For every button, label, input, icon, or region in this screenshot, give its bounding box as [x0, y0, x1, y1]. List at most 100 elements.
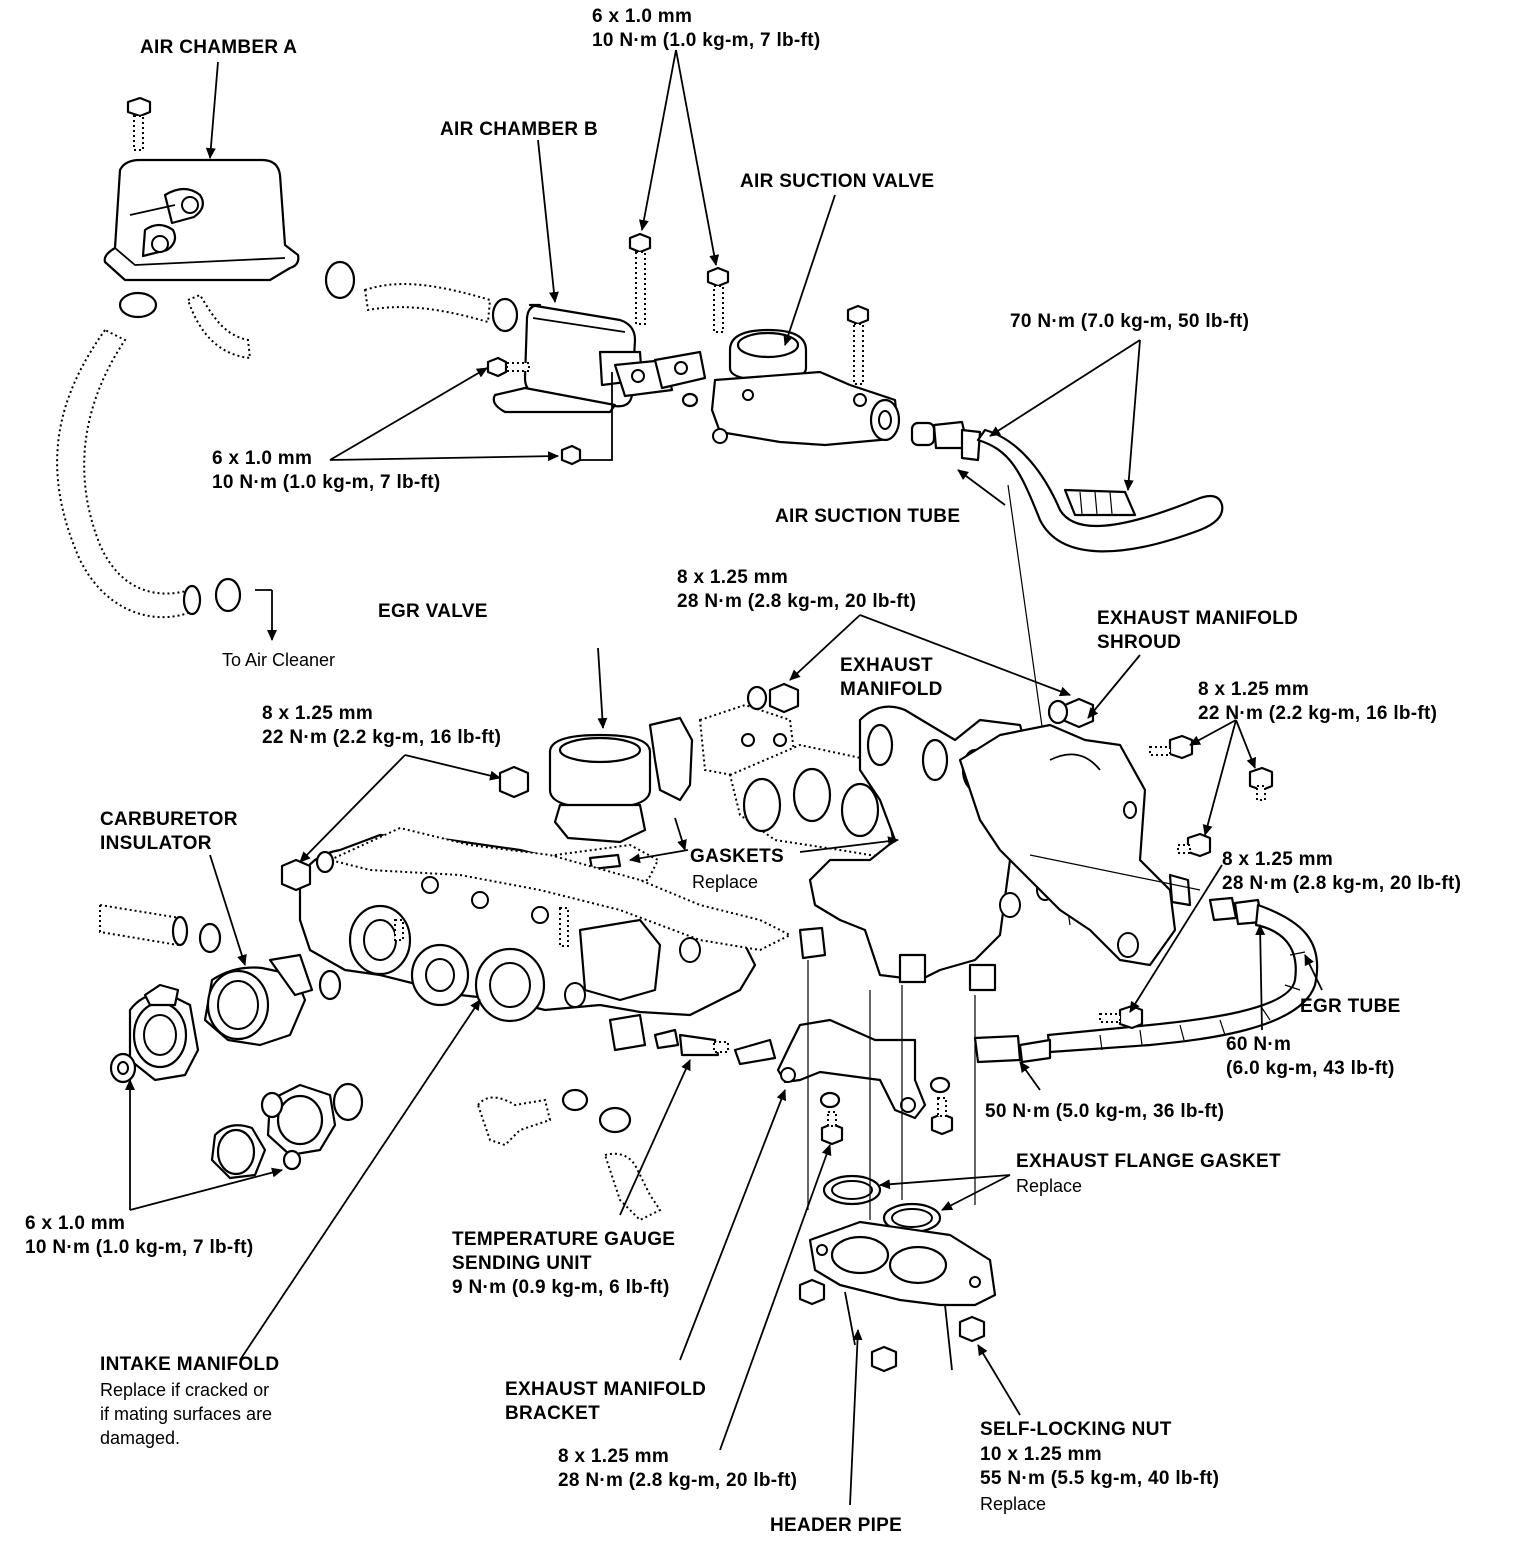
- self-locking-nut-spec: 10 x 1.25 mm 55 N·m (5.5 kg-m, 40 lb-ft): [980, 1443, 1219, 1491]
- top-bolt-size: 6 x 1.0 mm: [592, 6, 693, 27]
- header-pipe-nuts: [798, 1278, 986, 1373]
- chamber-a-bolt: [126, 96, 152, 151]
- hose-clamps-left: [118, 260, 519, 613]
- egr-tube-bolt: [1099, 1004, 1144, 1030]
- carburetor-insulator-label: CARBURETOR INSULATOR: [100, 808, 238, 856]
- exhaust-manifold-bracket-label: EXHAUST MANIFOLD BRACKET: [505, 1378, 706, 1426]
- leader-lines: [125, 49, 1323, 1506]
- intake-note-line-2: if mating surfaces are: [100, 1404, 273, 1424]
- chamber-b-gasket: [653, 350, 707, 408]
- shroud-label-line-1: EXHAUST MANIFOLD: [1097, 608, 1299, 629]
- gaskets-label: GASKETS: [690, 846, 784, 867]
- egr-tube-label: EGR TUBE: [1300, 996, 1401, 1017]
- exhaust-flange-gasket-label: EXHAUST FLANGE GASKET: [1016, 1151, 1281, 1172]
- chamber-b-bolt-torque: 10 N·m (1.0 kg-m, 7 lb-ft): [212, 472, 441, 493]
- top-bolt-torque: 10 N·m (1.0 kg-m, 7 lb-ft): [592, 30, 821, 51]
- intake-upper-bolt-torque: 22 N·m (2.2 kg-m, 16 lb-ft): [262, 727, 502, 748]
- shroud-bolts: [1149, 734, 1274, 858]
- carburetor-insulator-line-2: INSULATOR: [100, 833, 212, 854]
- air-suction-tube-part: [910, 420, 1224, 553]
- shroud-label-line-2: SHROUD: [1097, 632, 1182, 653]
- to-air-cleaner-label: To Air Cleaner: [222, 650, 336, 670]
- intake-manifold-part: [298, 826, 793, 1052]
- temperature-gauge-label: TEMPERATURE GAUGE SENDING UNIT 9 N·m (0.…: [452, 1228, 675, 1300]
- self-locking-nut-replace-note: Replace: [980, 1494, 1047, 1514]
- intake-note-line-3: damaged.: [100, 1428, 181, 1448]
- top-bolts: [628, 232, 870, 385]
- temperature-gauge-sending-unit-part: [678, 1033, 777, 1066]
- egr-nut: [498, 765, 530, 799]
- egr-tube-part: [973, 896, 1319, 1064]
- torque-70-label: 70 N·m (7.0 kg-m, 50 lb-ft): [1010, 311, 1250, 332]
- intake-note-line-1: Replace if cracked or: [100, 1380, 270, 1400]
- thermostat-housing: [210, 1082, 364, 1180]
- intake-manifold-nuts: [280, 850, 335, 892]
- intake-upper-bolt-size: 8 x 1.25 mm: [262, 703, 374, 724]
- exhaust-manifold-shroud-label: EXHAUST MANIFOLD SHROUD: [1097, 607, 1298, 655]
- egr-tube-bolt-spec-label: 8 x 1.25 mm 28 N·m (2.8 kg-m, 20 lb-ft): [1222, 848, 1461, 896]
- exhaust-upper-nuts: [746, 682, 1095, 729]
- torque-50-label: 50 N·m (5.0 kg-m, 36 lb-ft): [985, 1101, 1225, 1122]
- exhaust-flange-gasket-replace-note: Replace: [1016, 1176, 1083, 1196]
- shroud-bolt-size: 8 x 1.25 mm: [1198, 679, 1310, 700]
- chamber-b-bolts: [486, 356, 582, 466]
- self-locking-nut-torque: 55 N·m (5.5 kg-m, 40 lb-ft): [980, 1468, 1220, 1489]
- chamber-b-bolt-spec-label: 6 x 1.0 mm 10 N·m (1.0 kg-m, 7 lb-ft): [212, 447, 440, 495]
- bracket-bolt-torque: 28 N·m (2.8 kg-m, 20 lb-ft): [558, 1470, 798, 1491]
- insulator-bolt-spec-label: 6 x 1.0 mm 10 N·m (1.0 kg-m, 7 lb-ft): [25, 1212, 253, 1260]
- header-pipe-label: HEADER PIPE: [770, 1515, 903, 1536]
- egr-valve-part: [548, 716, 694, 844]
- exhaust-flange-gaskets-part: [822, 1174, 942, 1234]
- air-chamber-b-label: AIR CHAMBER B: [440, 119, 599, 140]
- self-locking-nut-size: 10 x 1.25 mm: [980, 1444, 1102, 1465]
- exhaust-manifold-label-line-1: EXHAUST: [840, 655, 933, 676]
- temperature-gauge-line-2: SENDING UNIT: [452, 1253, 592, 1274]
- top-bolt-spec-label: 6 x 1.0 mm 10 N·m (1.0 kg-m, 7 lb-ft): [592, 5, 820, 53]
- exhaust-manifold-label-line-2: MANIFOLD: [840, 679, 943, 700]
- insulator-bolt-size: 6 x 1.0 mm: [25, 1213, 126, 1234]
- header-pipe-part: [808, 1220, 997, 1371]
- intake-duct: [99, 903, 222, 954]
- air-suction-valve-part: [710, 328, 901, 447]
- intake-upper-bolt-spec-label: 8 x 1.25 mm 22 N·m (2.2 kg-m, 16 lb-ft): [262, 702, 501, 750]
- intake-manifold-label: INTAKE MANIFOLD: [100, 1354, 280, 1375]
- torque-60-value: 60 N·m: [1226, 1034, 1292, 1055]
- egr-tube-bolt-size: 8 x 1.25 mm: [1222, 849, 1334, 870]
- bracket-label-line-2: BRACKET: [505, 1403, 600, 1424]
- air-suction-tube-label: AIR SUCTION TUBE: [775, 506, 961, 527]
- exhaust-manifold-label: EXHAUST MANIFOLD: [840, 654, 943, 702]
- chamber-b-hose: [363, 283, 492, 324]
- short-elbow-hose: [186, 293, 252, 360]
- air-suction-valve-label: AIR SUCTION VALVE: [740, 171, 935, 192]
- air-chamber-b-part: [492, 303, 674, 414]
- bracket-bolt-size: 8 x 1.25 mm: [558, 1446, 670, 1467]
- bypass-hoses: [476, 1088, 662, 1222]
- bracket-bolt-spec-label: 8 x 1.25 mm 28 N·m (2.8 kg-m, 20 lb-ft): [558, 1445, 797, 1493]
- torque-60-conversions: (6.0 kg-m, 43 lb-ft): [1226, 1058, 1395, 1079]
- self-locking-nut-label: SELF-LOCKING NUT: [980, 1419, 1172, 1440]
- exhaust-manifold-bracket-part: [776, 1018, 927, 1120]
- egr-upper-bolt-torque: 28 N·m (2.8 kg-m, 20 lb-ft): [677, 591, 917, 612]
- air-horn-part: [109, 983, 200, 1084]
- bracket-bolts: [819, 1076, 954, 1146]
- temperature-gauge-line-1: TEMPERATURE GAUGE: [452, 1229, 676, 1250]
- air-chamber-a-part: [103, 158, 300, 282]
- air-chamber-a-label: AIR CHAMBER A: [140, 37, 298, 58]
- egr-upper-bolt-spec-label: 8 x 1.25 mm 28 N·m (2.8 kg-m, 20 lb-ft): [677, 566, 916, 614]
- carburetor-insulator-part: [203, 953, 342, 1047]
- gaskets-replace-note: Replace: [692, 872, 759, 892]
- egr-tube-bolt-torque: 28 N·m (2.8 kg-m, 20 lb-ft): [1222, 873, 1462, 894]
- carburetor-insulator-line-1: CARBURETOR: [100, 809, 238, 830]
- shroud-bolt-spec-label: 8 x 1.25 mm 22 N·m (2.2 kg-m, 16 lb-ft): [1198, 678, 1437, 726]
- egr-upper-bolt-size: 8 x 1.25 mm: [677, 567, 789, 588]
- chamber-b-bolt-size: 6 x 1.0 mm: [212, 448, 313, 469]
- insulator-bolt-torque: 10 N·m (1.0 kg-m, 7 lb-ft): [25, 1237, 254, 1258]
- exhaust-manifold-shroud-part: [958, 723, 1192, 967]
- egr-valve-label: EGR VALVE: [378, 601, 488, 622]
- bracket-label-line-1: EXHAUST MANIFOLD: [505, 1379, 707, 1400]
- long-hose: [56, 328, 202, 619]
- intake-manifold-note: Replace if cracked or if mating surfaces…: [100, 1378, 272, 1450]
- temperature-gauge-torque: 9 N·m (0.9 kg-m, 6 lb-ft): [452, 1277, 670, 1298]
- torque-60-label: 60 N·m (6.0 kg-m, 43 lb-ft): [1226, 1033, 1395, 1081]
